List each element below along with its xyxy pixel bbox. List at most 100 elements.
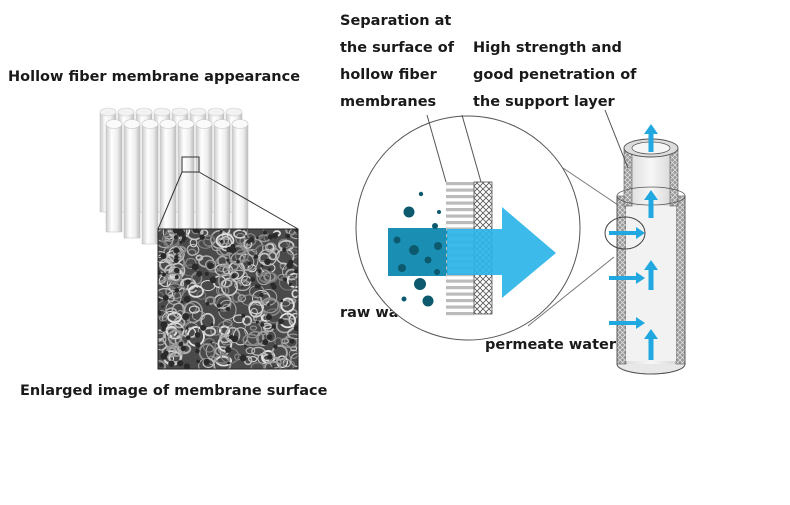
fiber-end bbox=[117, 107, 135, 117]
particles bbox=[393, 191, 442, 307]
pore-dark bbox=[210, 323, 214, 327]
pore-dark bbox=[173, 235, 179, 240]
fiber-end bbox=[141, 119, 159, 129]
pore-dark bbox=[183, 295, 191, 303]
surface-image-caption: Enlarged image of membrane surface bbox=[20, 383, 328, 399]
pore bbox=[249, 325, 258, 331]
pore bbox=[251, 346, 266, 356]
pore-dark bbox=[195, 348, 200, 354]
pore bbox=[246, 330, 265, 347]
pore-dark bbox=[180, 345, 187, 352]
support-layer-label: High strength and good penetration of th… bbox=[473, 35, 636, 116]
pore bbox=[158, 329, 166, 341]
pore-dark bbox=[182, 313, 190, 321]
pore bbox=[195, 254, 204, 261]
pore-dark bbox=[226, 246, 233, 253]
permeate-water-label: permeate water bbox=[485, 337, 617, 353]
pore-dark bbox=[267, 313, 270, 316]
pointer-support-to-tube bbox=[604, 109, 629, 169]
permeate-arrows bbox=[609, 124, 658, 360]
pore-dark bbox=[262, 230, 267, 235]
pore-dark bbox=[217, 308, 221, 312]
pore bbox=[256, 269, 272, 286]
zoom-circle-contents bbox=[388, 181, 556, 316]
pore bbox=[165, 299, 184, 322]
particle bbox=[398, 264, 406, 272]
fiber bbox=[123, 123, 141, 239]
pore-dark bbox=[259, 292, 264, 298]
pore-dark bbox=[278, 318, 285, 325]
zoom-connector-bottom bbox=[527, 256, 615, 327]
pore-dark bbox=[225, 346, 232, 353]
pore-dark bbox=[183, 363, 191, 369]
fiber bbox=[231, 123, 249, 239]
pore-dark bbox=[160, 252, 167, 260]
pore-dark bbox=[285, 233, 291, 239]
pore bbox=[189, 238, 198, 248]
pore-dark bbox=[174, 288, 180, 293]
pore bbox=[283, 359, 295, 369]
pore-dark bbox=[179, 240, 183, 244]
pore bbox=[158, 340, 167, 351]
pore-dark bbox=[247, 261, 252, 266]
pore-dark bbox=[239, 354, 247, 362]
separation-label: Separation at the surface of hollow fibe… bbox=[340, 8, 454, 116]
particle bbox=[424, 256, 432, 264]
pore bbox=[232, 314, 246, 324]
particle bbox=[409, 245, 419, 255]
fiber-end bbox=[99, 107, 117, 117]
pore bbox=[216, 296, 232, 312]
pore-dark bbox=[203, 358, 210, 365]
pore-dark bbox=[194, 332, 201, 338]
pore-dark bbox=[294, 229, 298, 232]
pore bbox=[202, 337, 216, 353]
fiber-end bbox=[207, 107, 225, 117]
pore bbox=[202, 234, 216, 247]
pore-dark bbox=[245, 235, 248, 238]
pore-dark bbox=[257, 269, 262, 274]
pore bbox=[188, 305, 200, 314]
pore-dark bbox=[282, 247, 287, 252]
pore-dark bbox=[161, 305, 165, 308]
support-layer-line: High strength and bbox=[473, 40, 622, 56]
pore-dark bbox=[216, 303, 222, 308]
fiber bbox=[177, 123, 195, 239]
up-arrow bbox=[644, 260, 658, 290]
pore bbox=[185, 257, 197, 270]
particle bbox=[403, 206, 415, 218]
pore-dark bbox=[199, 234, 205, 240]
pore bbox=[168, 351, 183, 363]
pore-dark bbox=[226, 258, 230, 262]
fiber-end bbox=[105, 119, 123, 129]
pore bbox=[237, 294, 247, 303]
pore-dark bbox=[267, 303, 270, 307]
particle bbox=[434, 242, 442, 250]
pore bbox=[248, 301, 264, 318]
pore bbox=[165, 322, 185, 340]
particle bbox=[401, 296, 407, 302]
membrane-stripe bbox=[446, 312, 474, 316]
separation-line: membranes bbox=[340, 94, 437, 110]
pore-dark bbox=[205, 301, 210, 306]
pore bbox=[290, 352, 298, 368]
pore bbox=[288, 229, 298, 240]
pore bbox=[216, 320, 234, 339]
pore-dark bbox=[268, 268, 272, 271]
pore-dark bbox=[209, 276, 217, 284]
pore-dark bbox=[260, 322, 265, 327]
pore-dark bbox=[174, 255, 179, 260]
pore-dark bbox=[272, 365, 275, 368]
up-arrow bbox=[644, 124, 658, 152]
pore-dark bbox=[255, 320, 259, 324]
pore-dark bbox=[158, 270, 161, 276]
pore bbox=[186, 243, 200, 256]
pore-dark bbox=[286, 262, 293, 269]
pore-dark bbox=[264, 258, 271, 265]
pore bbox=[235, 232, 246, 245]
pore-dark bbox=[191, 263, 199, 271]
pore bbox=[245, 347, 256, 355]
pore-dark bbox=[185, 279, 191, 285]
pore bbox=[248, 355, 258, 363]
pore bbox=[242, 333, 260, 347]
pore-dark bbox=[272, 232, 278, 239]
